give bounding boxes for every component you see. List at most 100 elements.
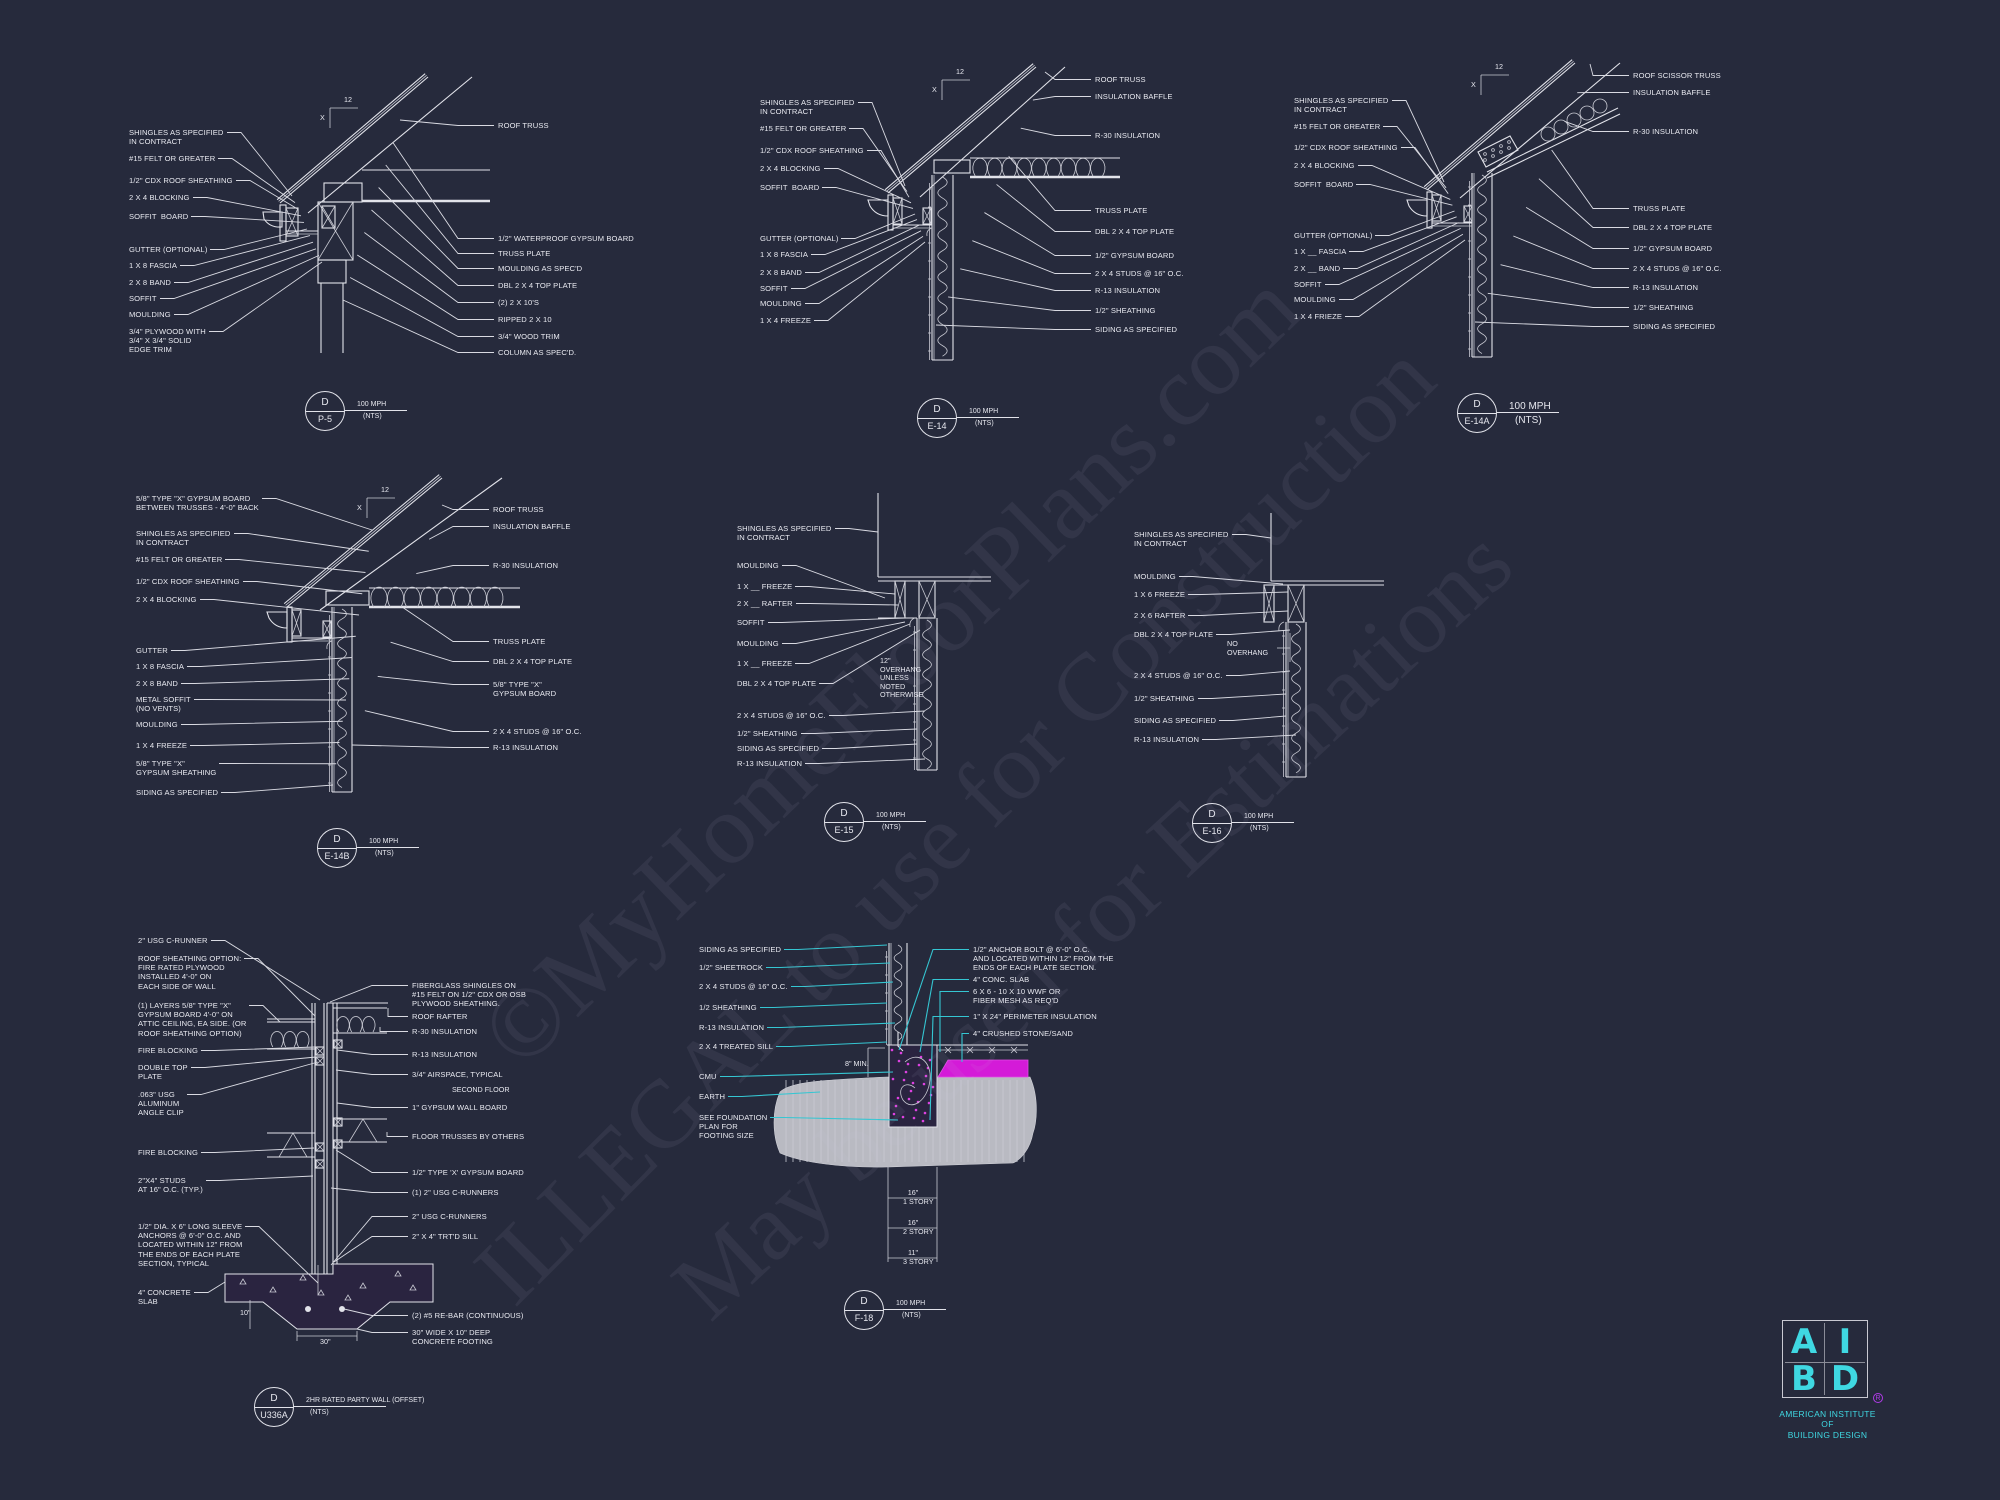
leader-line	[770, 1116, 899, 1121]
roof-layer-line	[278, 75, 427, 202]
concrete-aggregate-dot	[914, 1108, 918, 1112]
callout-label-right: DBL 2 X 4 TOP PLATE	[1633, 223, 1713, 232]
callout-label-left: MOULDING	[760, 299, 802, 308]
tag-sheet-letter: D	[270, 1393, 278, 1404]
callout-label-right: 3/4" AIRSPACE, TYPICAL	[412, 1070, 503, 1079]
callout-label-left: 5/8" TYPE "X" GYPSUM BOARD BETWEEN TRUSS…	[136, 494, 259, 513]
blocking-cross	[892, 197, 903, 225]
callout-label-right: 1/2" SHEATHING	[1633, 303, 1694, 312]
blocking-member	[321, 205, 336, 229]
truss-heel	[325, 590, 370, 606]
drawing-note: 16" 1 STORY	[903, 1188, 934, 1206]
callout-label-right: ROOF SCISSOR TRUSS	[1633, 71, 1721, 80]
tag-sheet-letter: D	[860, 1296, 868, 1307]
tag-title-line	[864, 821, 926, 822]
concrete-aggregate-dot	[899, 1051, 903, 1055]
rebar-icon	[339, 1306, 345, 1312]
callout-label-left: 2 X 4 TREATED SILL	[699, 1042, 774, 1051]
blocking-cross	[315, 1046, 325, 1056]
callout-label-left: SOFFIT BOARD	[760, 183, 820, 192]
leader-line	[898, 948, 969, 1051]
callout-label-left: DBL 2 X 4 TOP PLATE	[737, 679, 817, 688]
drawing-note: 10"	[240, 1308, 251, 1317]
leader-line	[333, 1236, 408, 1263]
callout-label-right: 1/2" GYPSUM BOARD	[1095, 251, 1175, 260]
callout-label-left: 1/2" DIA. X 6" LONG SLEEVE ANCHORS @ 6'-…	[138, 1222, 243, 1268]
callout-label-right: 4" CONC. SLAB	[973, 975, 1030, 984]
detail-scale-nts: (NTS)	[375, 850, 394, 857]
callout-label-left: 1/2" SHEATHING	[1134, 694, 1195, 703]
aibd-logo: A I B D	[1782, 1320, 1868, 1398]
callout-label-left: SHINGLES AS SPECIFIED IN CONTRACT	[129, 128, 224, 147]
logo-divider-horizontal	[1785, 1362, 1865, 1363]
leader-line	[1551, 149, 1629, 209]
drawing-note: 11" 3 STORY	[903, 1248, 934, 1266]
callout-label-left: #15 FELT OR GREATER	[129, 154, 216, 163]
blocking-cross	[315, 1142, 325, 1152]
batt-insulation-loop	[1060, 157, 1076, 177]
leader-line	[795, 586, 896, 595]
leader-line	[351, 744, 489, 748]
pitch-rise-label: 12	[381, 485, 389, 494]
leader-line	[1474, 321, 1629, 327]
registered-mark-icon: R	[1873, 1393, 1883, 1403]
leader-line	[1020, 127, 1091, 136]
leader-line	[1487, 292, 1629, 308]
callout-label-left: 1 X 8 FASCIA	[129, 261, 178, 270]
leader-line	[342, 299, 494, 353]
concrete-aggregate-dot	[902, 1078, 906, 1082]
blocking-cross	[1263, 584, 1275, 623]
tag-detail-number: E-14B	[324, 851, 350, 861]
leader-line	[824, 168, 912, 204]
roof-layer-line	[283, 474, 440, 605]
callout-label-left: DBL 2 X 4 TOP PLATE	[1134, 630, 1214, 639]
leader-line	[1564, 120, 1629, 132]
roof-layer-line	[1426, 62, 1576, 191]
callout-label-right: 1/2" WATERPROOF GYPSUM BOARD	[498, 234, 634, 243]
leader-line	[160, 248, 317, 299]
leader-line	[371, 209, 494, 286]
callout-label-left: 1 X 8 FASCIA	[760, 250, 809, 259]
callout-label-right: TRUSS PLATE	[493, 637, 546, 646]
blocking-member	[291, 609, 302, 637]
callout-label-left: 1 X 4 FRIEZE	[1294, 312, 1343, 321]
callout-label-left: MOULDING	[737, 561, 779, 570]
moulding-profile	[926, 227, 933, 237]
callout-label-right: R-13 INSULATION	[493, 743, 559, 752]
blocking-member	[1463, 205, 1473, 223]
callout-label-right: R-30 INSULATION	[493, 561, 559, 570]
leader-line	[200, 599, 360, 616]
logo-divider-vertical	[1824, 1323, 1825, 1395]
callout-label-right: SIDING AS SPECIFIED	[1095, 325, 1178, 334]
detail-tag-e-15: D E-15	[824, 802, 864, 842]
leader-line	[343, 1308, 408, 1316]
anchor-bolt	[897, 1032, 904, 1052]
detail-tag-e-16: D E-16	[1192, 803, 1232, 843]
detail-scale-nts: (NTS)	[1515, 415, 1542, 426]
truss-heel	[323, 182, 363, 203]
logo-name-line-3: BUILDING DESIGN	[1787, 1430, 1868, 1440]
concrete-aggregate-dot	[921, 1119, 925, 1123]
blocking-member	[922, 207, 932, 225]
gutter	[867, 199, 889, 217]
leader-line	[728, 1091, 821, 1098]
leader-line	[379, 1027, 408, 1032]
callout-label-left: 1 X __ FREEZE	[737, 659, 793, 668]
concrete-aggregate-dot	[927, 1101, 931, 1105]
callout-label-right: 30" WIDE X 10" DEEP CONCRETE FOOTING	[412, 1328, 493, 1347]
concrete-aggregate-dot	[931, 1085, 935, 1089]
batt-insulation-loop	[436, 586, 454, 608]
callout-label-right: TRUSS PLATE	[1095, 206, 1148, 215]
callout-label-right: 1/2" ANCHOR BOLT @ 6'-0" O.C. AND LOCATE…	[973, 945, 1114, 973]
callout-label-left: R-13 INSULATION	[1134, 735, 1200, 744]
aggregate-mark	[394, 1270, 402, 1277]
drawing-note: NO OVERHANG	[1227, 639, 1269, 657]
concrete-aggregate-dot	[924, 1074, 928, 1078]
scissor-truss-bottom-chord	[1486, 113, 1621, 179]
callout-label-left: 2 X 4 BLOCKING	[1294, 161, 1355, 170]
callout-label-right: INSULATION BAFFLE	[1095, 92, 1173, 101]
concrete-aggregate-dot	[894, 1104, 898, 1108]
leader-line	[791, 981, 894, 988]
moulding-profile	[909, 617, 916, 628]
vent-hole	[1507, 140, 1511, 144]
